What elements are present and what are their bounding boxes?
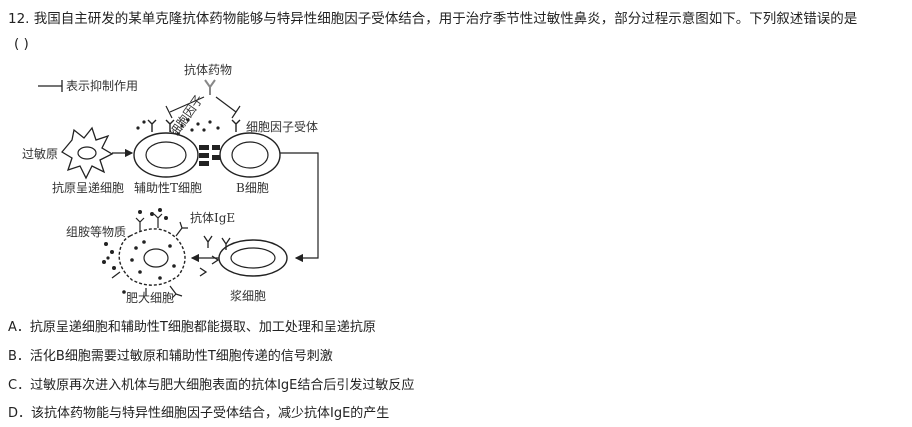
cytokine-dots — [136, 118, 220, 136]
plasma-cell — [218, 239, 288, 277]
option-b[interactable]: B．活化B细胞需要过敏原和辅助性T细胞传递的信号刺激 — [8, 349, 333, 364]
b-to-plasma-arrow — [280, 152, 319, 263]
option-a[interactable]: A．抗原呈递细胞和辅助性T细胞都能摄取、加工处理和呈递抗原 — [8, 320, 376, 335]
apc-label: 抗原呈递细胞 — [52, 180, 124, 195]
b-cell — [219, 119, 281, 178]
antibody-drug-icon — [204, 79, 216, 95]
histamine-granules — [102, 208, 168, 294]
mast-cell-label: 肥大细胞 — [126, 291, 174, 305]
antibody-drug-label: 抗体药物 — [184, 62, 232, 77]
option-c[interactable]: C．过敏原再次进入机体与肥大细胞表面的抗体IgE结合后引发过敏反应 — [8, 378, 415, 393]
ige-label: 抗体IgE — [190, 210, 235, 225]
b-cell-label: B细胞 — [236, 181, 269, 195]
cell-contact — [199, 145, 220, 166]
cytokine-label: 细胞因子 — [167, 92, 206, 139]
plasma-cell-label: 浆细胞 — [230, 288, 266, 303]
mast-cell — [111, 213, 188, 299]
cytokine-receptor-label: 细胞因子受体 — [246, 120, 318, 134]
helper-t-label: 辅助性T细胞 — [134, 181, 202, 195]
inhibition-lines — [165, 96, 241, 119]
helper-t-cell — [133, 119, 199, 178]
option-d[interactable]: D．该抗体药物能与特异性细胞因子受体结合，减少抗体IgE的产生 — [8, 406, 390, 421]
answer-blank: ( ) — [14, 36, 29, 52]
allergen-label: 过敏原 — [22, 146, 58, 161]
legend-label: 表示抑制作用 — [66, 78, 138, 93]
ige-antibodies — [199, 235, 231, 277]
question-stem: 12. 我国自主研发的某单克隆抗体药物能够与特异性细胞因子受体结合，用于治疗季节… — [8, 11, 858, 27]
apc-cell — [61, 126, 114, 180]
histamine-label: 组胺等物质 — [66, 225, 126, 239]
inhibition-legend: 表示抑制作用 — [38, 78, 138, 93]
